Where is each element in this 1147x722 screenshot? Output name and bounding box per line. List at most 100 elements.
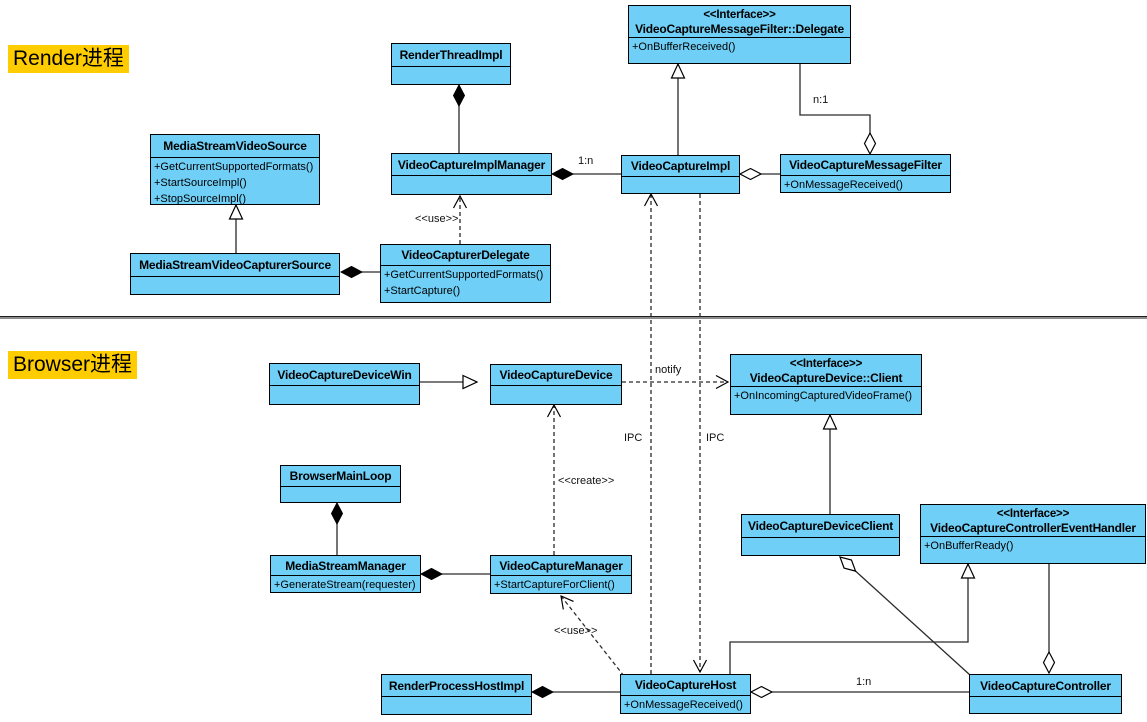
class-media-stream-video-source: MediaStreamVideoSource +GetCurrentSupport… — [150, 134, 320, 205]
class-method: +StartSourceImpl() — [154, 177, 247, 189]
class-title: VideoCaptureImpl — [622, 156, 739, 177]
edge-label-mult-1n-browser: 1:n — [856, 676, 872, 688]
class-video-capture-device-client: VideoCaptureDeviceClient — [741, 514, 900, 556]
class-title: BrowserMainLoop — [281, 466, 400, 487]
class-title: RenderThreadImpl — [392, 44, 510, 67]
edge-label-create: <<create>> — [558, 475, 615, 487]
class-name: VideoCaptureDeviceWin — [277, 367, 412, 382]
class-methods — [270, 386, 419, 404]
class-video-capture-message-filter-delegate: <<Interface>>VideoCaptureMessageFilter::… — [628, 5, 851, 64]
class-name: VideoCaptureImpl — [630, 159, 731, 173]
class-name: VideoCaptureControllerEventHandler — [930, 520, 1136, 535]
class-title: VideoCaptureDeviceWin — [270, 364, 419, 386]
class-stereotype: <<Interface>> — [996, 507, 1070, 520]
class-methods — [281, 487, 400, 502]
class-name: RenderProcessHostImpl — [388, 678, 525, 693]
edge-label-use-render: <<use>> — [415, 213, 459, 225]
class-name: MediaStreamVideoCapturerSource — [139, 258, 331, 272]
class-video-capture-device-win: VideoCaptureDeviceWin — [269, 363, 420, 405]
class-title: MediaStreamVideoCapturerSource — [131, 254, 339, 277]
class-video-capturer-delegate: VideoCapturerDelegate +GetCurrentSupporte… — [380, 244, 551, 303]
edge-label-use-browser: <<use>> — [554, 625, 598, 637]
class-methods — [392, 67, 510, 84]
edge-label-ipc-right: IPC — [706, 432, 725, 444]
class-methods: +OnBufferReady() — [921, 537, 1145, 563]
class-video-capture-host: VideoCaptureHost +OnMessageReceived() — [620, 674, 751, 714]
class-methods — [491, 386, 621, 404]
class-title: RenderProcessHostImpl — [382, 675, 531, 697]
class-method: +GetCurrentSupportedFormats() — [154, 161, 314, 173]
class-name: VideoCaptureController — [980, 678, 1111, 693]
class-video-capture-manager: VideoCaptureManager +StartCaptureForClien… — [490, 555, 632, 594]
class-method: +StopSourceImpl() — [154, 193, 247, 204]
class-methods: +GetCurrentSupportedFormats() +StartSourc… — [151, 158, 319, 204]
class-title: VideoCaptureDevice — [491, 365, 621, 386]
class-methods — [392, 176, 551, 194]
class-methods: +OnIncomingCapturedVideoFrame() — [731, 387, 921, 414]
class-methods — [742, 538, 899, 555]
class-video-capture-device-client-interface: <<Interface>>VideoCaptureDevice::Client+… — [730, 354, 922, 415]
class-title: <<Interface>>VideoCaptureDevice::Client — [731, 355, 921, 387]
class-name: VideoCaptureManager — [499, 558, 623, 573]
edge-label-ipc-left: IPC — [624, 432, 643, 444]
edge-aggregation-filterdelegate-messagefilter — [799, 64, 877, 156]
class-video-capture-impl-manager: VideoCaptureImplManager — [391, 153, 552, 195]
edge-dependency-use-host-manager — [561, 596, 625, 677]
class-media-stream-manager: MediaStreamManager +GenerateStream(reques… — [270, 555, 421, 593]
class-name: MediaStreamManager — [285, 558, 406, 573]
class-name: VideoCaptureMessageFilter::Delegate — [635, 21, 844, 36]
class-title: VideoCaptureDeviceClient — [742, 515, 899, 538]
class-video-capture-controller: VideoCaptureController — [969, 674, 1122, 714]
class-name: VideoCaptureDeviceClient — [747, 519, 894, 533]
process-divider — [0, 316, 1147, 319]
class-name: VideoCaptureMessageFilter — [789, 158, 942, 172]
class-name: VideoCaptureHost — [634, 678, 737, 692]
class-name: RenderThreadImpl — [399, 48, 503, 62]
class-video-capture-controller-event-handler: <<Interface>>VideoCaptureControllerEvent… — [920, 504, 1146, 564]
class-name: VideoCaptureDevice::Client — [749, 370, 903, 385]
class-methods — [970, 697, 1121, 713]
class-title: VideoCaptureManager — [491, 556, 631, 576]
class-method: +OnIncomingCapturedVideoFrame() — [734, 390, 913, 402]
class-name: VideoCapturerDelegate — [401, 248, 530, 262]
class-method: +OnMessageReceived() — [784, 179, 903, 191]
class-name: MediaStreamVideoSource — [163, 139, 307, 153]
class-stereotype: <<Interface>> — [789, 357, 863, 370]
class-title: <<Interface>>VideoCaptureControllerEvent… — [921, 505, 1145, 537]
class-methods: +OnBufferReceived() — [629, 38, 850, 63]
class-stereotype: <<Interface>> — [703, 8, 776, 21]
class-title: <<Interface>>VideoCaptureMessageFilter::… — [629, 6, 850, 38]
class-method: +OnMessageReceived() — [624, 699, 743, 711]
class-method: +StartCaptureForClient() — [494, 579, 615, 591]
class-method: +StartCapture() — [384, 285, 461, 297]
class-title: VideoCaptureController — [970, 675, 1121, 697]
edge-label-mult-1n-render: 1:n — [578, 155, 594, 167]
class-video-capture-impl: VideoCaptureImpl — [621, 155, 740, 194]
class-title: VideoCaptureHost — [621, 675, 750, 696]
class-methods: +GenerateStream(requester) — [271, 576, 420, 592]
class-methods: +StartCaptureForClient() — [491, 576, 631, 593]
class-video-capture-device: VideoCaptureDevice — [490, 364, 622, 405]
class-methods — [131, 277, 339, 294]
class-method: +OnBufferReady() — [924, 540, 1014, 552]
class-title: MediaStreamManager — [271, 556, 420, 576]
class-name: BrowserMainLoop — [289, 469, 392, 483]
class-render-thread-impl: RenderThreadImpl — [391, 43, 511, 85]
render-process-label: Render进程 — [8, 45, 129, 73]
class-render-process-host-impl: RenderProcessHostImpl — [381, 674, 532, 715]
edge-label-mult-n1: n:1 — [813, 94, 829, 106]
class-methods — [622, 177, 739, 193]
class-title: VideoCaptureMessageFilter — [781, 155, 950, 176]
class-method: +GenerateStream(requester) — [274, 579, 416, 591]
class-browser-main-loop: BrowserMainLoop — [280, 465, 401, 503]
class-method: +GetCurrentSupportedFormats() — [384, 269, 544, 281]
class-methods — [382, 697, 531, 714]
class-methods: +OnMessageReceived() — [781, 176, 950, 192]
class-name: VideoCaptureDevice — [499, 368, 613, 382]
class-title: VideoCaptureImplManager — [392, 154, 551, 176]
class-title: MediaStreamVideoSource — [151, 135, 319, 158]
class-method: +OnBufferReceived() — [632, 41, 736, 53]
edge-aggregation-deviceclient-controller — [839, 556, 971, 676]
